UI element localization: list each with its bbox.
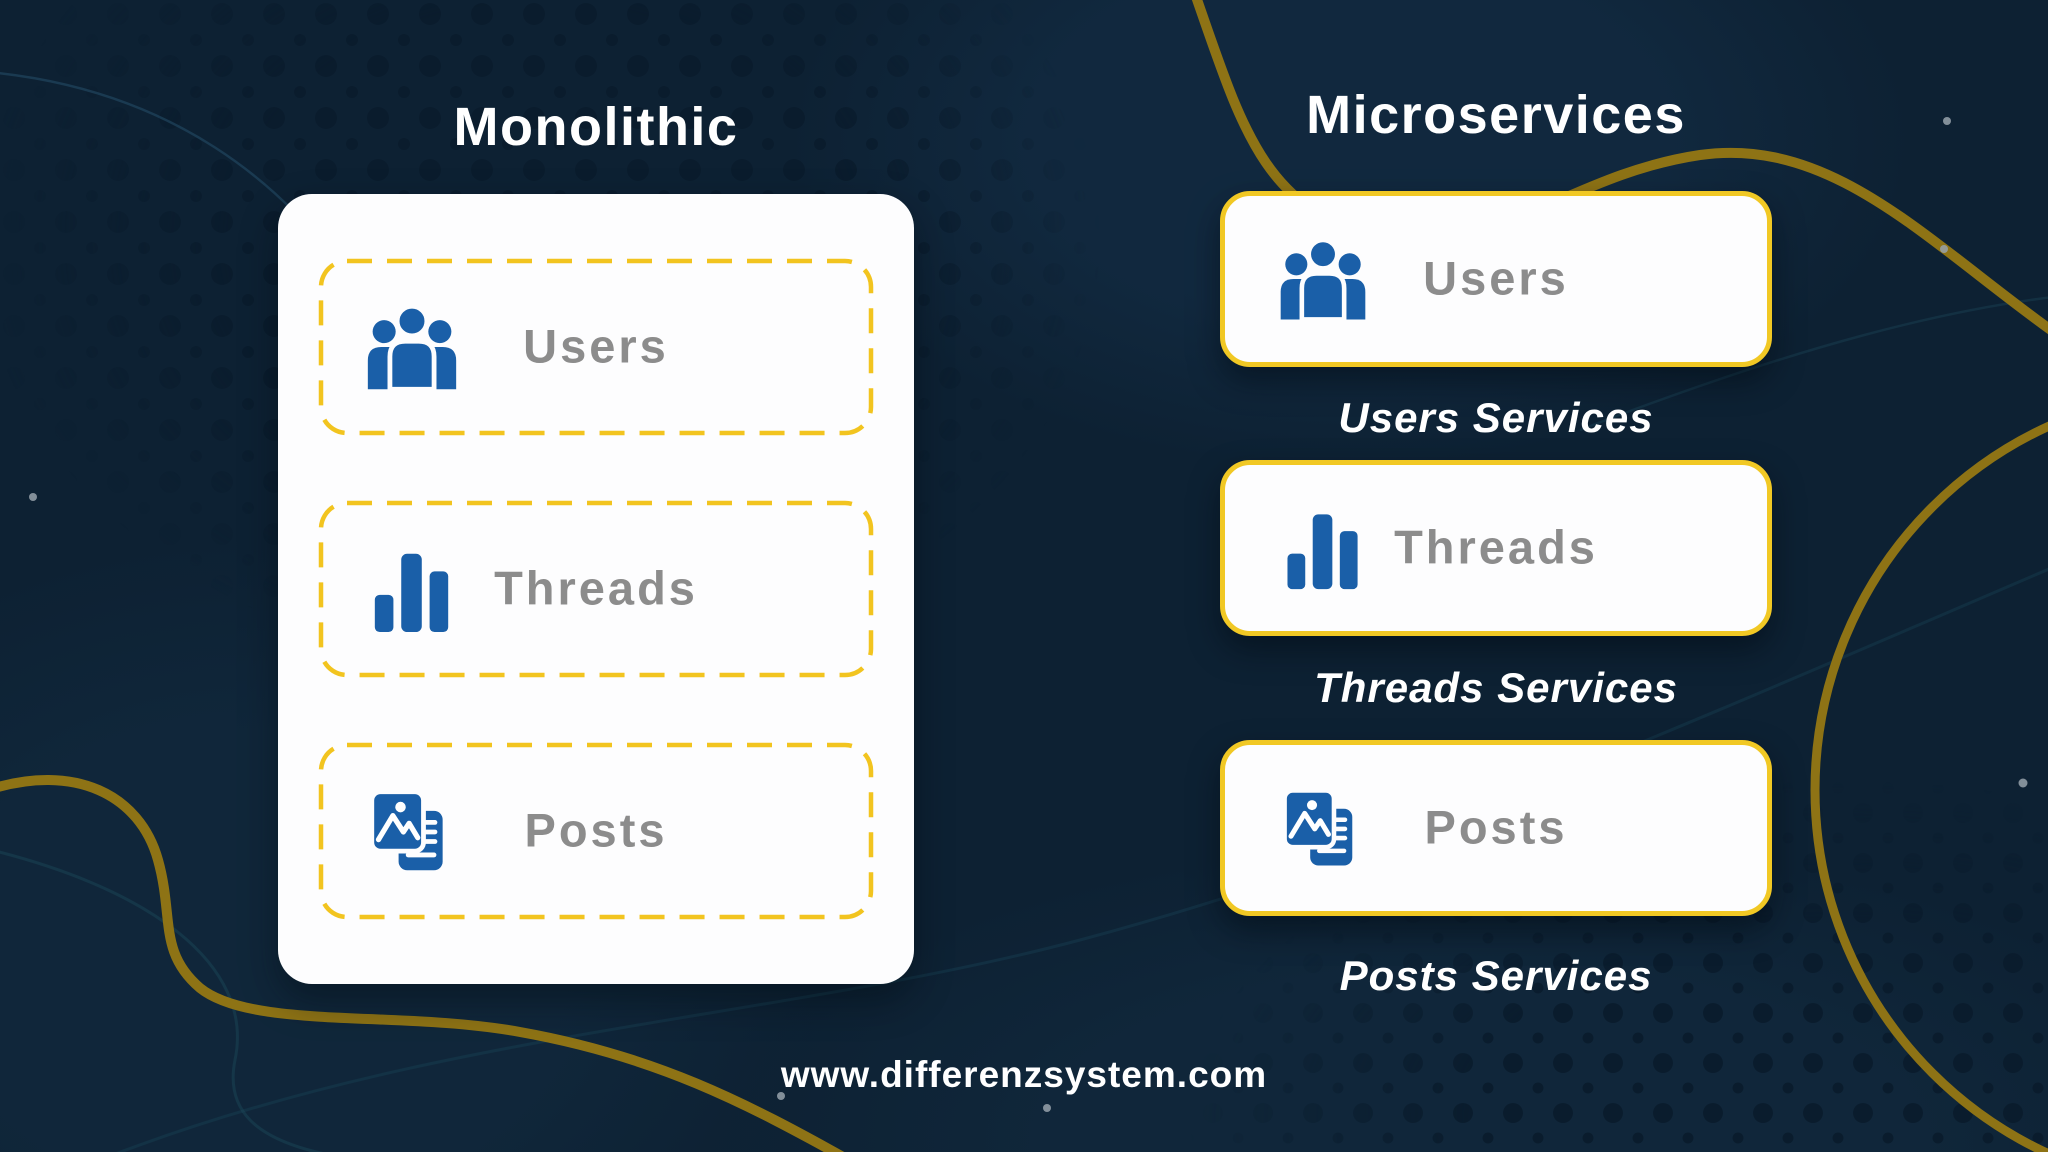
monolithic-module-users: Users bbox=[318, 258, 874, 436]
service-caption-threads: Threads Services bbox=[1314, 664, 1678, 711]
dashed-border bbox=[318, 742, 874, 920]
monolithic-container-card: Users Threads bbox=[278, 194, 914, 984]
monolithic-module-posts: Posts bbox=[318, 742, 874, 920]
image-post-icon bbox=[1277, 785, 1369, 871]
service-label: Posts bbox=[1424, 800, 1568, 854]
bar-chart-icon bbox=[364, 544, 460, 634]
service-label: Users bbox=[1423, 251, 1569, 305]
monolithic-title: Monolithic bbox=[453, 97, 739, 157]
module-label: Threads bbox=[494, 561, 698, 615]
service-label: Threads bbox=[1394, 520, 1598, 574]
microservice-card-users: Users bbox=[1220, 191, 1772, 367]
dashed-border bbox=[318, 500, 874, 678]
microservices-title: Microservices bbox=[1306, 85, 1686, 145]
microservice-card-posts: Posts bbox=[1220, 740, 1772, 916]
dashed-border bbox=[318, 258, 874, 436]
users-group-icon bbox=[1277, 236, 1369, 322]
microservice-card-threads: Threads bbox=[1220, 460, 1772, 636]
module-label: Users bbox=[523, 319, 669, 373]
website-url: www.differenzsystem.com bbox=[780, 1054, 1268, 1095]
service-caption-users: Users Services bbox=[1338, 394, 1654, 441]
monolithic-module-threads: Threads bbox=[318, 500, 874, 678]
bar-chart-icon bbox=[1277, 505, 1369, 591]
users-group-icon bbox=[364, 302, 460, 392]
module-label: Posts bbox=[524, 803, 668, 857]
image-post-icon bbox=[364, 786, 460, 876]
service-caption-posts: Posts Services bbox=[1339, 952, 1653, 999]
